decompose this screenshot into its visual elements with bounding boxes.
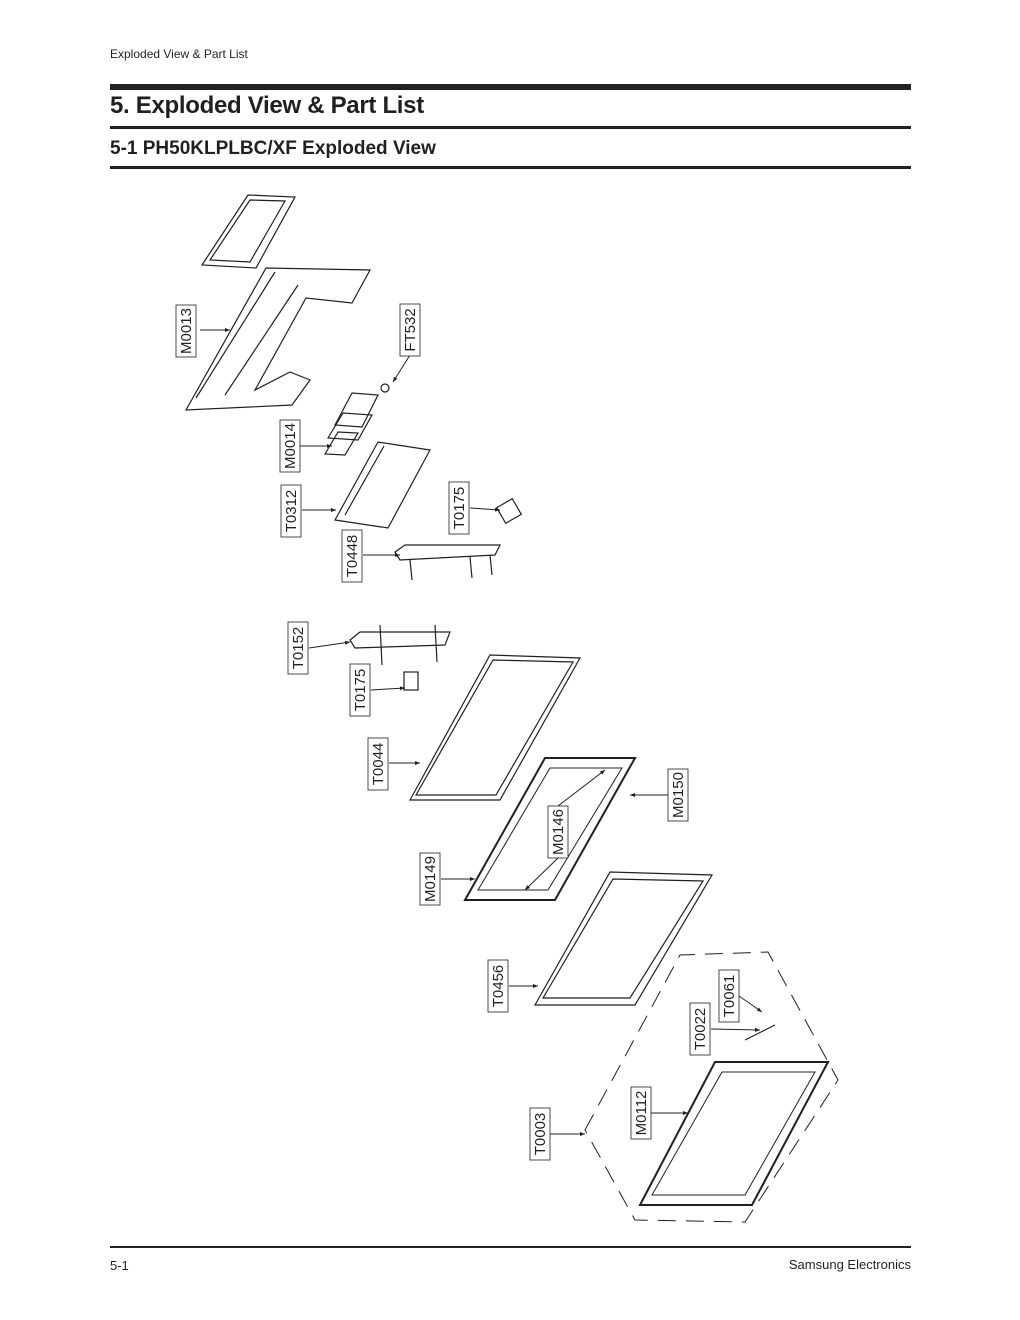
page-number: 5-1 bbox=[110, 1258, 129, 1273]
part-label-ft532: FT532 bbox=[399, 303, 421, 357]
part-label-t0003: T0003 bbox=[529, 1107, 551, 1161]
part-code: T0022 bbox=[692, 1008, 709, 1051]
part-label-t0061: T0061 bbox=[718, 969, 740, 1023]
part-code: T0061 bbox=[721, 975, 738, 1018]
part-label-m0150: M0150 bbox=[667, 768, 689, 822]
front-cabinet-part bbox=[638, 1061, 830, 1206]
part-code: T0456 bbox=[490, 965, 507, 1008]
part-label-t0022: T0022 bbox=[689, 1002, 711, 1056]
part-code: T0152 bbox=[290, 627, 307, 670]
part-label-t0044: T0044 bbox=[367, 737, 389, 791]
running-header: Exploded View & Part List bbox=[110, 47, 248, 61]
part-code: T0044 bbox=[370, 743, 387, 786]
section-rule bbox=[110, 166, 911, 169]
part-code: M0149 bbox=[422, 856, 439, 902]
part-label-m0149: M0149 bbox=[419, 852, 441, 906]
part-code: T0175 bbox=[451, 487, 468, 530]
part-label-m0014: M0014 bbox=[279, 419, 301, 473]
part-code: M0013 bbox=[178, 308, 195, 354]
part-code: M0146 bbox=[550, 809, 567, 855]
part-label-m0146: M0146 bbox=[547, 805, 569, 859]
part-label-t0152: T0152 bbox=[287, 621, 309, 675]
back-cover-part bbox=[184, 267, 372, 411]
part-code: T0312 bbox=[283, 490, 300, 533]
part-code: M0112 bbox=[633, 1091, 650, 1136]
part-label-t0175: T0175 bbox=[448, 481, 470, 535]
part-code: T0175 bbox=[352, 669, 369, 712]
part-label-m0013: M0013 bbox=[175, 304, 197, 358]
part-label-t0175: T0175 bbox=[349, 663, 371, 717]
part-code: T0003 bbox=[532, 1113, 549, 1156]
stand-part-2 bbox=[403, 671, 419, 691]
top-cover-part bbox=[200, 194, 296, 269]
part-code: FT532 bbox=[402, 308, 419, 351]
shield-part bbox=[334, 441, 431, 529]
part-label-t0456: T0456 bbox=[487, 959, 509, 1013]
chapter-title: 5. Exploded View & Part List bbox=[110, 92, 424, 119]
footer-rule bbox=[110, 1246, 911, 1248]
part-code: M0014 bbox=[282, 423, 299, 469]
button-part bbox=[744, 1024, 776, 1041]
section-title: 5-1 PH50KLPLBC/XF Exploded View bbox=[110, 138, 436, 159]
bracket-part-upper bbox=[394, 544, 501, 581]
filter-part bbox=[533, 871, 714, 1006]
title-rule bbox=[110, 126, 911, 129]
leader-lines bbox=[200, 328, 763, 1136]
part-label-t0312: T0312 bbox=[280, 484, 302, 538]
stand-part bbox=[495, 497, 523, 525]
assembly-outline bbox=[584, 951, 839, 1223]
part-code: M0150 bbox=[670, 772, 687, 818]
part-label-m0112: M0112 bbox=[630, 1086, 652, 1140]
panel-part bbox=[408, 654, 582, 801]
part-label-t0448: T0448 bbox=[341, 529, 363, 583]
frame-part bbox=[463, 757, 637, 901]
board-parts bbox=[323, 383, 390, 456]
bracket-part-lower bbox=[349, 624, 451, 666]
part-code: T0448 bbox=[344, 535, 361, 578]
header-rule bbox=[110, 84, 911, 90]
company-name: Samsung Electronics bbox=[788, 1257, 911, 1272]
